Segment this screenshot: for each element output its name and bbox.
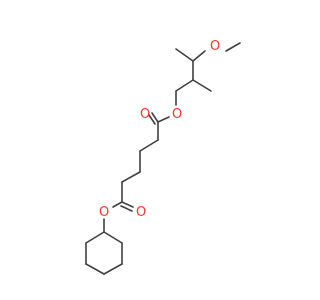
bond: [157, 116, 170, 123]
bond: [120, 205, 133, 212]
bond: [192, 79, 212, 92]
bond: [225, 42, 241, 52]
bond: [121, 201, 134, 208]
bond: [151, 112, 159, 123]
carbonyl-oxygen-label: O: [140, 107, 150, 122]
ester-oxygen-label-2: O: [99, 205, 109, 220]
bond: [139, 139, 159, 152]
bonds: [85, 42, 241, 275]
ester-oxygen-label: O: [172, 107, 182, 122]
bond: [103, 231, 123, 244]
bond: [175, 79, 194, 92]
skeletal-formula: O O O O O: [85, 39, 241, 275]
bond: [103, 263, 123, 275]
bond: [121, 171, 141, 183]
bond: [148, 114, 156, 125]
methoxy-oxygen-label: O: [210, 39, 220, 54]
bond: [112, 201, 123, 208]
molecule-structure-canvas: O O O O O: [85, 39, 241, 275]
bond: [85, 263, 105, 275]
bond: [192, 50, 206, 62]
bond: [175, 48, 194, 62]
carbonyl-oxygen-label-2: O: [136, 205, 146, 220]
atom-labels: O O O O O: [99, 39, 220, 220]
bond: [85, 231, 105, 244]
